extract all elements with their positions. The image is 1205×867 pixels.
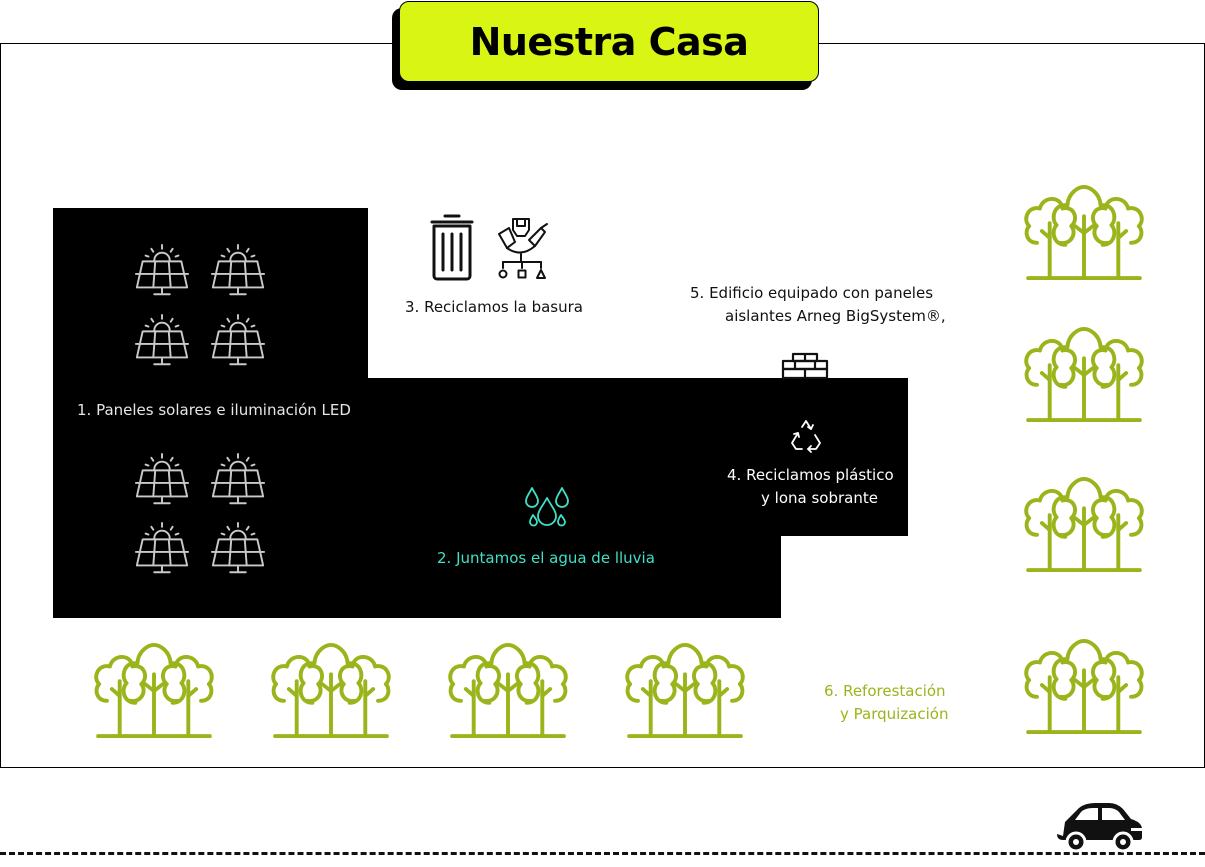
label-rain: 2. Juntamos el agua de lluvia <box>437 549 655 567</box>
trash-can-icon <box>430 214 474 281</box>
label-reforestation-line1: 6. Reforestación <box>824 682 946 700</box>
road-line <box>0 852 1205 855</box>
recycle-icon <box>791 420 821 453</box>
trees-icon <box>621 642 749 740</box>
label-reforestation-line2: y Parquización <box>840 705 949 723</box>
label-insulation-line1: 5. Edificio equipado con paneles <box>690 284 934 302</box>
trees-icon <box>267 642 395 740</box>
solar-panel-icon <box>133 521 191 579</box>
waste-sorting-icon <box>498 218 548 279</box>
solar-panel-icon <box>209 452 267 510</box>
trees-icon <box>1020 184 1148 282</box>
plastic-zone-block <box>700 378 908 536</box>
title-box: Nuestra Casa <box>399 1 819 82</box>
rain-zone-block <box>53 378 781 618</box>
solar-panel-icon <box>133 313 191 371</box>
label-insulation-line2: aislantes Arneg BigSystem®, <box>725 307 946 325</box>
brick-wall-icon <box>781 352 829 380</box>
label-plastic-line2: y lona sobrante <box>761 489 878 507</box>
trees-icon <box>1020 326 1148 424</box>
solar-panel-icon <box>209 313 267 371</box>
trees-icon <box>90 642 218 740</box>
label-solar: 1. Paneles solares e iluminación LED <box>77 401 351 419</box>
solar-panel-icon <box>133 452 191 510</box>
label-trash: 3. Reciclamos la basura <box>405 298 583 316</box>
trees-icon <box>1020 476 1148 574</box>
trees-icon <box>444 642 572 740</box>
label-plastic-line1: 4. Reciclamos plástico <box>727 466 894 484</box>
page-title: Nuestra Casa <box>469 19 749 64</box>
water-drops-icon <box>525 487 569 527</box>
car-icon <box>1057 803 1142 853</box>
solar-panel-icon <box>209 521 267 579</box>
trees-icon <box>1020 638 1148 736</box>
solar-panel-icon <box>209 243 267 301</box>
solar-panel-icon <box>133 243 191 301</box>
